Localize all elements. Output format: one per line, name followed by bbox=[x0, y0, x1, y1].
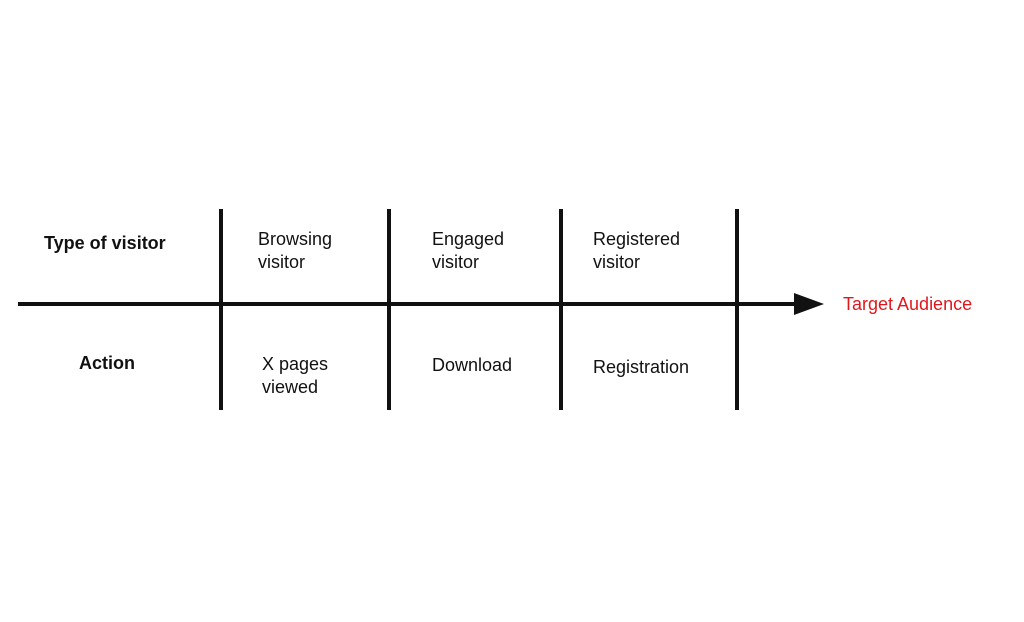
action-row-label: Action bbox=[79, 353, 135, 373]
column-divider bbox=[735, 209, 739, 410]
column-divider bbox=[387, 209, 391, 410]
type-of-visitor-row-label: Type of visitor bbox=[44, 233, 166, 253]
target-audience-label: Target Audience bbox=[843, 294, 973, 314]
action-registration: Registration bbox=[593, 357, 690, 377]
arrow-head-icon bbox=[794, 293, 824, 315]
axis-arrow-line bbox=[18, 302, 798, 306]
action-download: Download bbox=[432, 355, 513, 375]
column-divider bbox=[559, 209, 563, 410]
visitor-type-engaged: Engaged visitor bbox=[432, 229, 505, 272]
action-pages-viewed: X pages viewed bbox=[262, 354, 329, 397]
visitor-type-registered: Registered visitor bbox=[593, 229, 681, 272]
column-divider bbox=[219, 209, 223, 410]
visitor-type-browsing: Browsing visitor bbox=[258, 229, 333, 272]
